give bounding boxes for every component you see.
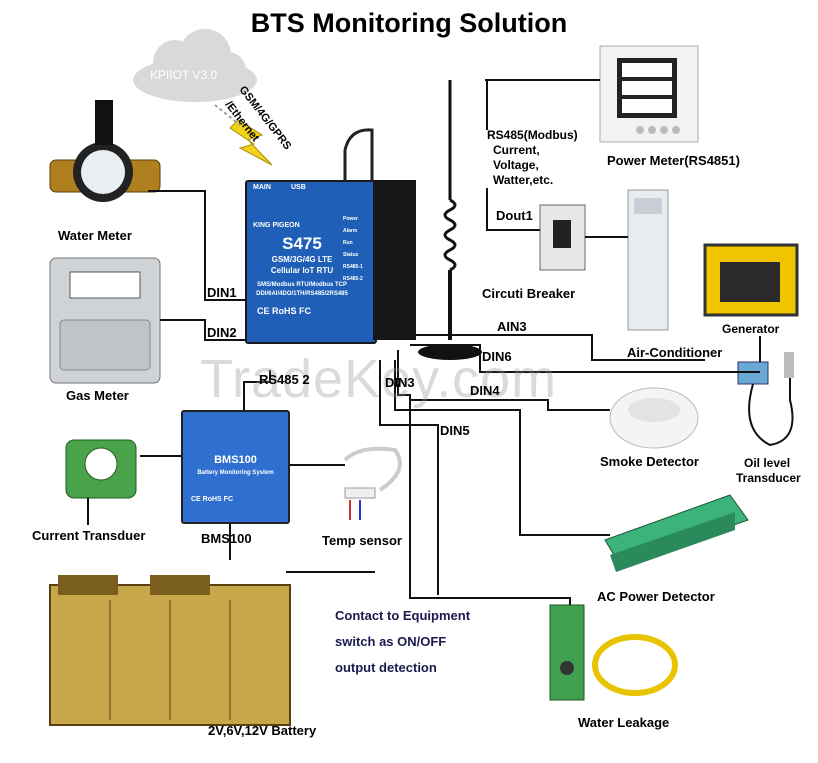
generator-icon [703, 243, 799, 317]
temp-sensor-label: Temp sensor [322, 533, 402, 548]
port-din6: DIN6 [482, 349, 512, 364]
water-meter-icon [49, 100, 161, 202]
rtu-indicator-rs485-1: RS485-1 [343, 264, 363, 270]
port-din5: DIN5 [440, 423, 470, 438]
gas-meter-label: Gas Meter [66, 388, 129, 403]
circuit-breaker-label: Circuti Breaker [482, 286, 576, 301]
rtu-spec-4: DDI/6AI/4DO/1TH/RS485/2RS485 [256, 291, 348, 297]
bms-label: BMS100 [201, 531, 252, 546]
rs485-note-4: Watter,etc. [493, 173, 554, 187]
rtu-model: S475 [282, 234, 322, 253]
rtu-spec-1: GSM/3G/4G LTE [271, 255, 333, 264]
lightning-icon [229, 119, 273, 166]
generator-label: Generator [722, 322, 780, 336]
circuit-breaker-icon [539, 204, 586, 271]
rtu-cert: CE RoHS FC [257, 306, 311, 316]
ac-power-detector-icon [604, 494, 749, 572]
rtu-label-usb: USB [291, 184, 306, 191]
temp-sensor-icon [343, 446, 402, 520]
power-meter-label: Power Meter(RS4851) [607, 153, 740, 168]
rtu-device: MAIN USB KING PIGEON S475 GSM/3G/4G LTE … [245, 180, 377, 344]
oil-level-label-2: Transducer [736, 471, 801, 485]
port-din4: DIN4 [470, 383, 500, 398]
rtu-brand: KING PIGEON [253, 222, 300, 229]
rtu-indicator-power: Power [343, 216, 359, 222]
bms-device: BMS100 Battery Monitoring System CE RoHS… [181, 410, 290, 524]
cloud-icon [133, 29, 257, 102]
rtu-side-panel [373, 180, 416, 340]
air-conditioner-icon [627, 189, 669, 331]
oil-level-label-1: Oil level [744, 456, 791, 470]
ac-power-detector-label: AC Power Detector [597, 589, 715, 604]
port-rs485-2: RS485 2 [259, 372, 310, 387]
rtu-indicator-run: Run [343, 240, 353, 246]
rtu-spec-3: SMS/Modbus RTU/Modbus TCP [257, 282, 347, 288]
rs485-note-2: Current, [493, 143, 540, 157]
rtu-indicator-alarm: Alarm [343, 228, 358, 234]
antenna-icon [418, 80, 482, 360]
port-ain3: AIN3 [497, 319, 527, 334]
rtu-indicator-status: Status [343, 252, 359, 258]
port-din2: DIN2 [207, 325, 237, 340]
smoke-detector-icon [609, 387, 699, 449]
water-leakage-icon [549, 604, 678, 701]
bms-cert: CE RoHS FC [191, 496, 233, 503]
water-leakage-label: Water Leakage [578, 715, 670, 730]
smoke-detector-label: Smoke Detector [600, 454, 699, 469]
port-dout1: Dout1 [496, 208, 533, 223]
contact-note-3: output detection [335, 660, 437, 675]
watermark: TradeKey.com [200, 349, 558, 409]
bms-model: BMS100 [214, 454, 257, 466]
current-transducer-icon [65, 439, 137, 499]
gas-meter-icon [49, 257, 161, 384]
current-transducer-label: Current Transduer [32, 528, 146, 543]
rtu-label-main: MAIN [253, 184, 271, 191]
rtu-indicator-rs485-2: RS485-2 [343, 276, 363, 282]
oil-level-transducer-icon [737, 352, 794, 447]
water-meter-label: Water Meter [58, 228, 132, 243]
bms-subtitle: Battery Monitoring System [197, 470, 274, 476]
air-conditioner-label: Air-Conditioner [627, 345, 723, 360]
rs485-note-3: Voltage, [493, 158, 539, 172]
battery-icon [49, 575, 291, 726]
contact-note-2: switch as ON/OFF [335, 634, 447, 649]
rtu-spec-2: Cellular IoT RTU [270, 266, 334, 275]
port-din3: DIN3 [385, 375, 415, 390]
cloud-label: KPIIOT V3.0 [150, 68, 218, 82]
port-din1: DIN1 [207, 285, 237, 300]
diagram-title: BTS Monitoring Solution [250, 8, 568, 38]
power-meter-icon [599, 45, 699, 143]
rs485-note-1: RS485(Modbus) [487, 128, 578, 142]
battery-label: 2V,6V,12V Battery [208, 723, 317, 738]
contact-note-1: Contact to Equipment [335, 608, 471, 623]
